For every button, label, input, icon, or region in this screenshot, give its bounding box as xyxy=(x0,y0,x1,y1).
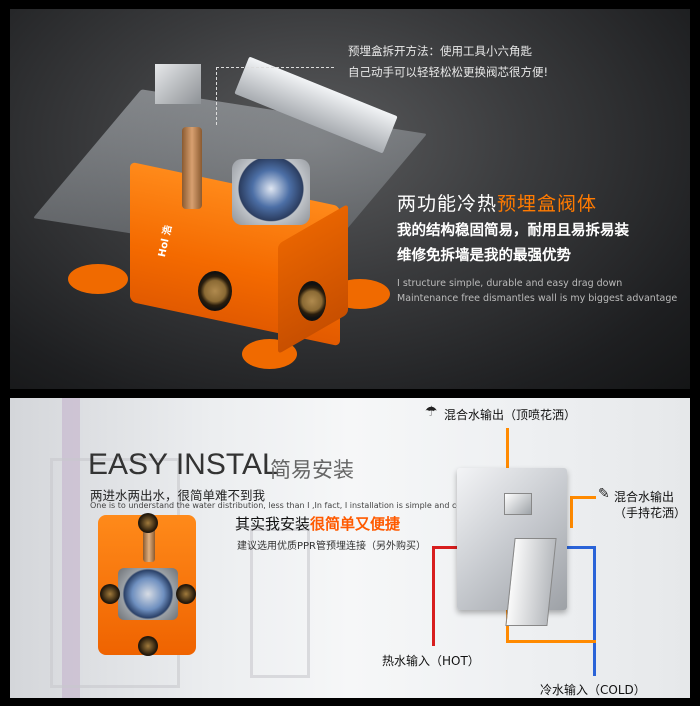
install-banner-bottom: EASY INSTAL 简易安装 两进水两出水，很简单难不到我 One is t… xyxy=(10,398,690,698)
label-cold-input: 冷水输入（COLD） xyxy=(540,683,646,697)
pipe-cold-h xyxy=(566,546,594,549)
feature-en-line-1: I structure simple, durable and easy dra… xyxy=(397,278,623,289)
pipe-hot-v xyxy=(432,546,435,646)
mini-port-left xyxy=(100,584,120,604)
faceplate-knob xyxy=(504,493,532,515)
install-title-cn: 简易安装 xyxy=(270,458,354,482)
pipe-mix-right-v xyxy=(570,498,573,528)
install-line-3: 建议选用优质PPR管预埋连接（另外购买） xyxy=(237,541,427,552)
mini-port-right xyxy=(176,584,196,604)
heading-orange: 预埋盒阀体 xyxy=(497,193,598,215)
feature-line-1: 我的结构稳固简易，耐用且易拆易装 xyxy=(397,223,629,239)
tip-text: 预埋盒拆开方法：使用工具小六角匙 自己动手可以轻轻松松更换阀芯很方便! xyxy=(348,41,548,83)
chrome-knob xyxy=(155,64,201,104)
install-line-2-black: 其实我安装 xyxy=(235,515,311,533)
feature-text-en: I structure simple, durable and easy dra… xyxy=(397,276,677,306)
feature-text: 我的结构稳固简易，耐用且易拆易装 维修免拆墙是我的最强优势 xyxy=(397,219,629,269)
install-line-1: 两进水两出水，很简单难不到我 xyxy=(90,488,266,503)
callout-line-v xyxy=(216,67,217,125)
callout-line-h xyxy=(216,67,334,68)
install-line-2-orange: 很简单又便捷 xyxy=(310,515,401,533)
feature-en-line-2: Maintenance free dismantles wall is my b… xyxy=(397,293,678,304)
bg-pipe-stripe xyxy=(62,398,80,698)
pipe-mix-down xyxy=(506,610,509,642)
label-top-shower: 混合水输出（顶喷花洒） xyxy=(444,408,577,422)
install-line-2: 其实我安装很简单又便捷 xyxy=(235,513,400,534)
pipe-hot-h xyxy=(432,546,460,549)
brass-port-side xyxy=(298,281,326,321)
mini-port-top xyxy=(138,513,158,533)
overhead-shower-icon: ☂ xyxy=(425,404,438,420)
section-heading: 两功能冷热预埋盒阀体 xyxy=(397,189,597,216)
label-handheld-2: （手持花洒） xyxy=(614,506,687,520)
pipe-mix-right-h xyxy=(570,496,596,499)
pipe-cold-v xyxy=(593,546,596,676)
install-line-1-en: One is to understand the water distribut… xyxy=(90,501,497,510)
label-handheld-1: 混合水输出 xyxy=(614,490,675,504)
mini-valve-cartridge xyxy=(118,568,178,620)
install-title-en: EASY INSTAL xyxy=(88,448,279,481)
label-hot-input: 热水输入（HOT） xyxy=(382,654,480,668)
tip-line-1: 预埋盒拆开方法：使用工具小六角匙 xyxy=(348,44,532,58)
pipe-mix-top xyxy=(506,428,509,470)
mount-flange-left xyxy=(68,264,128,294)
feature-line-2: 维修免拆墙是我的最强优势 xyxy=(397,248,571,264)
valve-stem xyxy=(182,127,202,209)
handheld-shower-icon: ✎ xyxy=(598,486,610,502)
mini-port-bottom xyxy=(138,636,158,656)
bg-window-frame-right xyxy=(250,528,310,678)
tip-line-2: 自己动手可以轻轻松松更换阀芯很方便! xyxy=(348,65,549,79)
product-banner-top: Hol 浩 预埋盒拆开方法：使用工具小六角匙 自己动手可以轻轻松松更换阀芯很方便… xyxy=(10,9,690,389)
valve-cartridge xyxy=(232,159,310,225)
faceplate-handle xyxy=(505,538,557,626)
heading-white: 两功能冷热 xyxy=(397,193,498,215)
pipe-mix-down-h xyxy=(506,640,596,643)
brass-port-front xyxy=(198,271,232,311)
